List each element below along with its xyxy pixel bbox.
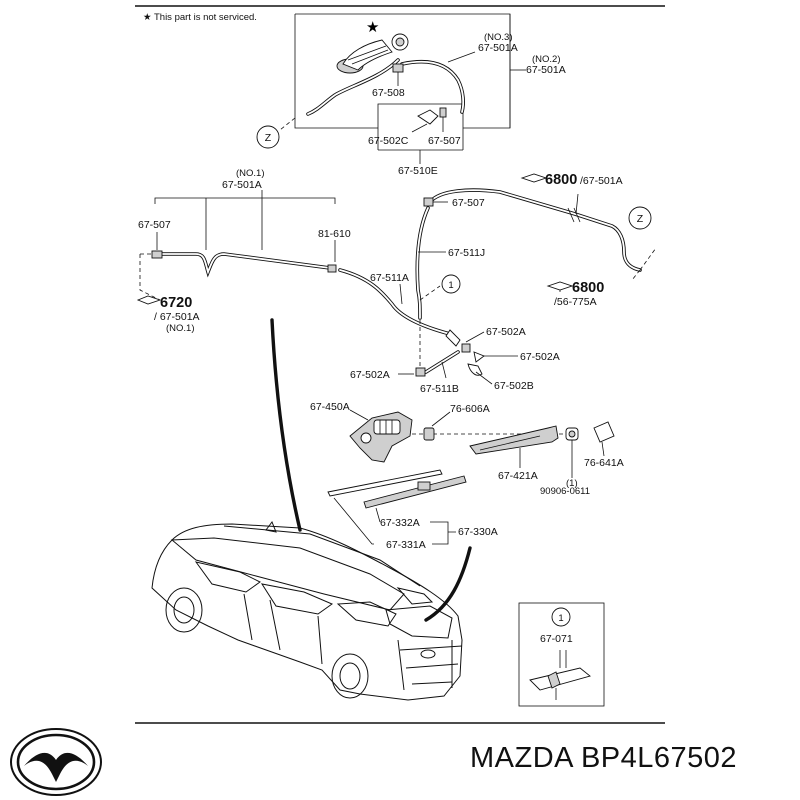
svg-text:/ 67-501A: / 67-501A: [154, 311, 200, 323]
svg-text:67-450A: 67-450A: [310, 401, 350, 413]
connector-507-right-icon: [423, 197, 434, 207]
top-nozzle-group: ★ Z (NO.3) 67-501A: [256, 13, 566, 177]
svg-text:67-502B: 67-502B: [494, 380, 534, 392]
wiper-blade-icon: [327, 469, 467, 509]
guide-line-left: [270, 318, 302, 532]
svg-text:67-502A: 67-502A: [520, 351, 560, 363]
guide-line-right: [424, 546, 472, 622]
svg-text:67-501A: 67-501A: [478, 42, 518, 54]
svg-text:67-501A: 67-501A: [526, 64, 566, 76]
svg-text:6720: 6720: [160, 295, 192, 311]
svg-text:76-606A: 76-606A: [450, 403, 490, 415]
ref-6720-arrow-icon: [136, 295, 162, 305]
hose-no1-group: (NO.1) 67-501A 67-507 81-610 6720 / 67-5…: [136, 168, 351, 334]
svg-text:76-641A: 76-641A: [584, 457, 624, 469]
svg-text:67-507: 67-507: [452, 197, 485, 209]
svg-text:67-502A: 67-502A: [350, 369, 390, 381]
svg-text:/67-501A: /67-501A: [580, 175, 623, 187]
cap-nut-icon: [565, 427, 579, 441]
connector-507-left-icon: [151, 250, 163, 259]
arm-cap-icon: [593, 421, 615, 443]
zone-z-left: [256, 125, 280, 149]
wiper-arm-icon: [469, 425, 559, 455]
svg-text:81-610: 81-610: [318, 228, 351, 240]
svg-text:Z: Z: [265, 132, 272, 144]
svg-text:6800: 6800: [545, 172, 577, 188]
check-valve-icon: [417, 109, 439, 125]
callout-one-box: [551, 607, 571, 627]
svg-text:(NO.3): (NO.3): [484, 32, 513, 43]
svg-text:Z: Z: [637, 213, 644, 225]
service-note: ★ This part is not serviced.: [143, 12, 257, 23]
svg-text:67-511B: 67-511B: [420, 383, 459, 395]
svg-text:67-511A: 67-511A: [370, 272, 409, 284]
brand-part-number: MAZDA BP4L67502: [470, 742, 790, 775]
detail-box-clip: 1 67-071: [518, 602, 605, 707]
svg-text:67-332A: 67-332A: [380, 517, 420, 529]
svg-text:90906-0611: 90906-0611: [540, 486, 590, 497]
not-serviced-star: ★: [366, 18, 379, 36]
svg-text:(1): (1): [566, 478, 578, 489]
svg-text:67-331A: 67-331A: [386, 539, 426, 551]
svg-text:67-507: 67-507: [428, 135, 461, 147]
svg-text:67-507: 67-507: [138, 219, 171, 231]
svg-text:67-508: 67-508: [372, 87, 405, 99]
svg-text:67-502C: 67-502C: [368, 135, 409, 147]
svg-text:(NO.1): (NO.1): [166, 323, 195, 334]
ref-6800b-arrow-icon: [546, 281, 574, 291]
svg-text:67-421A: 67-421A: [498, 470, 538, 482]
svg-text:6800: 6800: [572, 280, 604, 296]
vehicle-illustration: [151, 318, 472, 701]
connector-502a-icon: [415, 367, 426, 377]
nozzle-icon: [336, 33, 409, 74]
svg-text:/56-775A: /56-775A: [554, 296, 597, 308]
ref-6800-arrow-icon: [520, 173, 548, 183]
svg-text:1: 1: [558, 613, 563, 624]
svg-text:67-501A: 67-501A: [222, 179, 262, 191]
zone-z-right: [628, 206, 652, 230]
svg-text:(NO.1): (NO.1): [236, 168, 265, 179]
svg-text:67-502A: 67-502A: [486, 326, 526, 338]
svg-text:1: 1: [448, 280, 453, 291]
part-number: BP4L67502: [580, 742, 738, 774]
svg-text:67-510E: 67-510E: [398, 165, 438, 177]
hose-run-group: Z 1 6800 /67-501A 67-507 67-: [338, 172, 657, 395]
svg-text:(NO.2): (NO.2): [532, 54, 561, 65]
svg-text:67-330A: 67-330A: [458, 526, 498, 538]
pivot-nut-icon: [423, 427, 435, 441]
clip-icon: [529, 650, 591, 700]
callout-one-mid: [441, 274, 461, 294]
brand-name: MAZDA: [470, 742, 573, 774]
svg-text:67-511J: 67-511J: [448, 247, 485, 259]
wiper-motor-icon: [349, 411, 413, 463]
mazda-logo-icon: [10, 728, 102, 796]
svg-text:67-071: 67-071: [540, 633, 573, 645]
wiper-group: 67-450A 76-606A 67-421A 76-641A 90906-06…: [310, 401, 624, 551]
connector-508-icon: [392, 63, 404, 73]
